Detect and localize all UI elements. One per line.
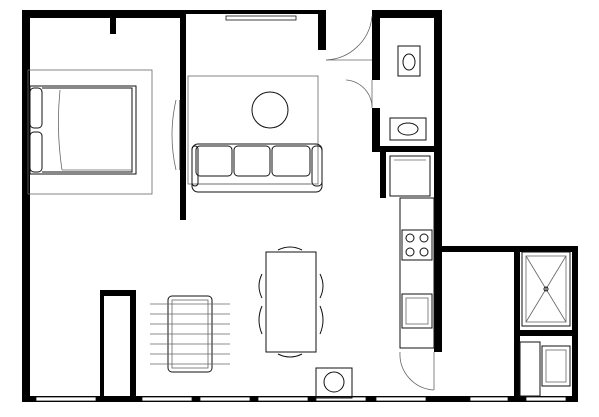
double-bed	[29, 85, 137, 175]
fridge	[389, 155, 431, 197]
sofa	[191, 143, 323, 193]
washing-machine	[315, 367, 353, 399]
doors	[171, 15, 435, 391]
shower	[521, 251, 571, 327]
bathroom	[389, 45, 427, 141]
cooktop	[401, 229, 433, 261]
bathroom-sink	[389, 117, 427, 141]
kitchen-sink	[401, 293, 433, 329]
kitchen-counter	[399, 197, 435, 349]
kitchen	[389, 155, 435, 349]
bedroom	[27, 69, 153, 195]
windows	[35, 15, 567, 402]
toilet	[397, 45, 421, 77]
dining-table	[258, 246, 324, 358]
shower-room	[519, 251, 571, 397]
shower-room-sink	[541, 345, 571, 387]
walls	[22, 10, 578, 402]
foosball-table	[150, 295, 230, 373]
living-rug	[187, 75, 319, 185]
shower-room-cabinet	[519, 341, 541, 397]
bedroom-rug	[27, 69, 153, 195]
living-area	[187, 75, 323, 193]
coffee-table	[251, 91, 289, 129]
